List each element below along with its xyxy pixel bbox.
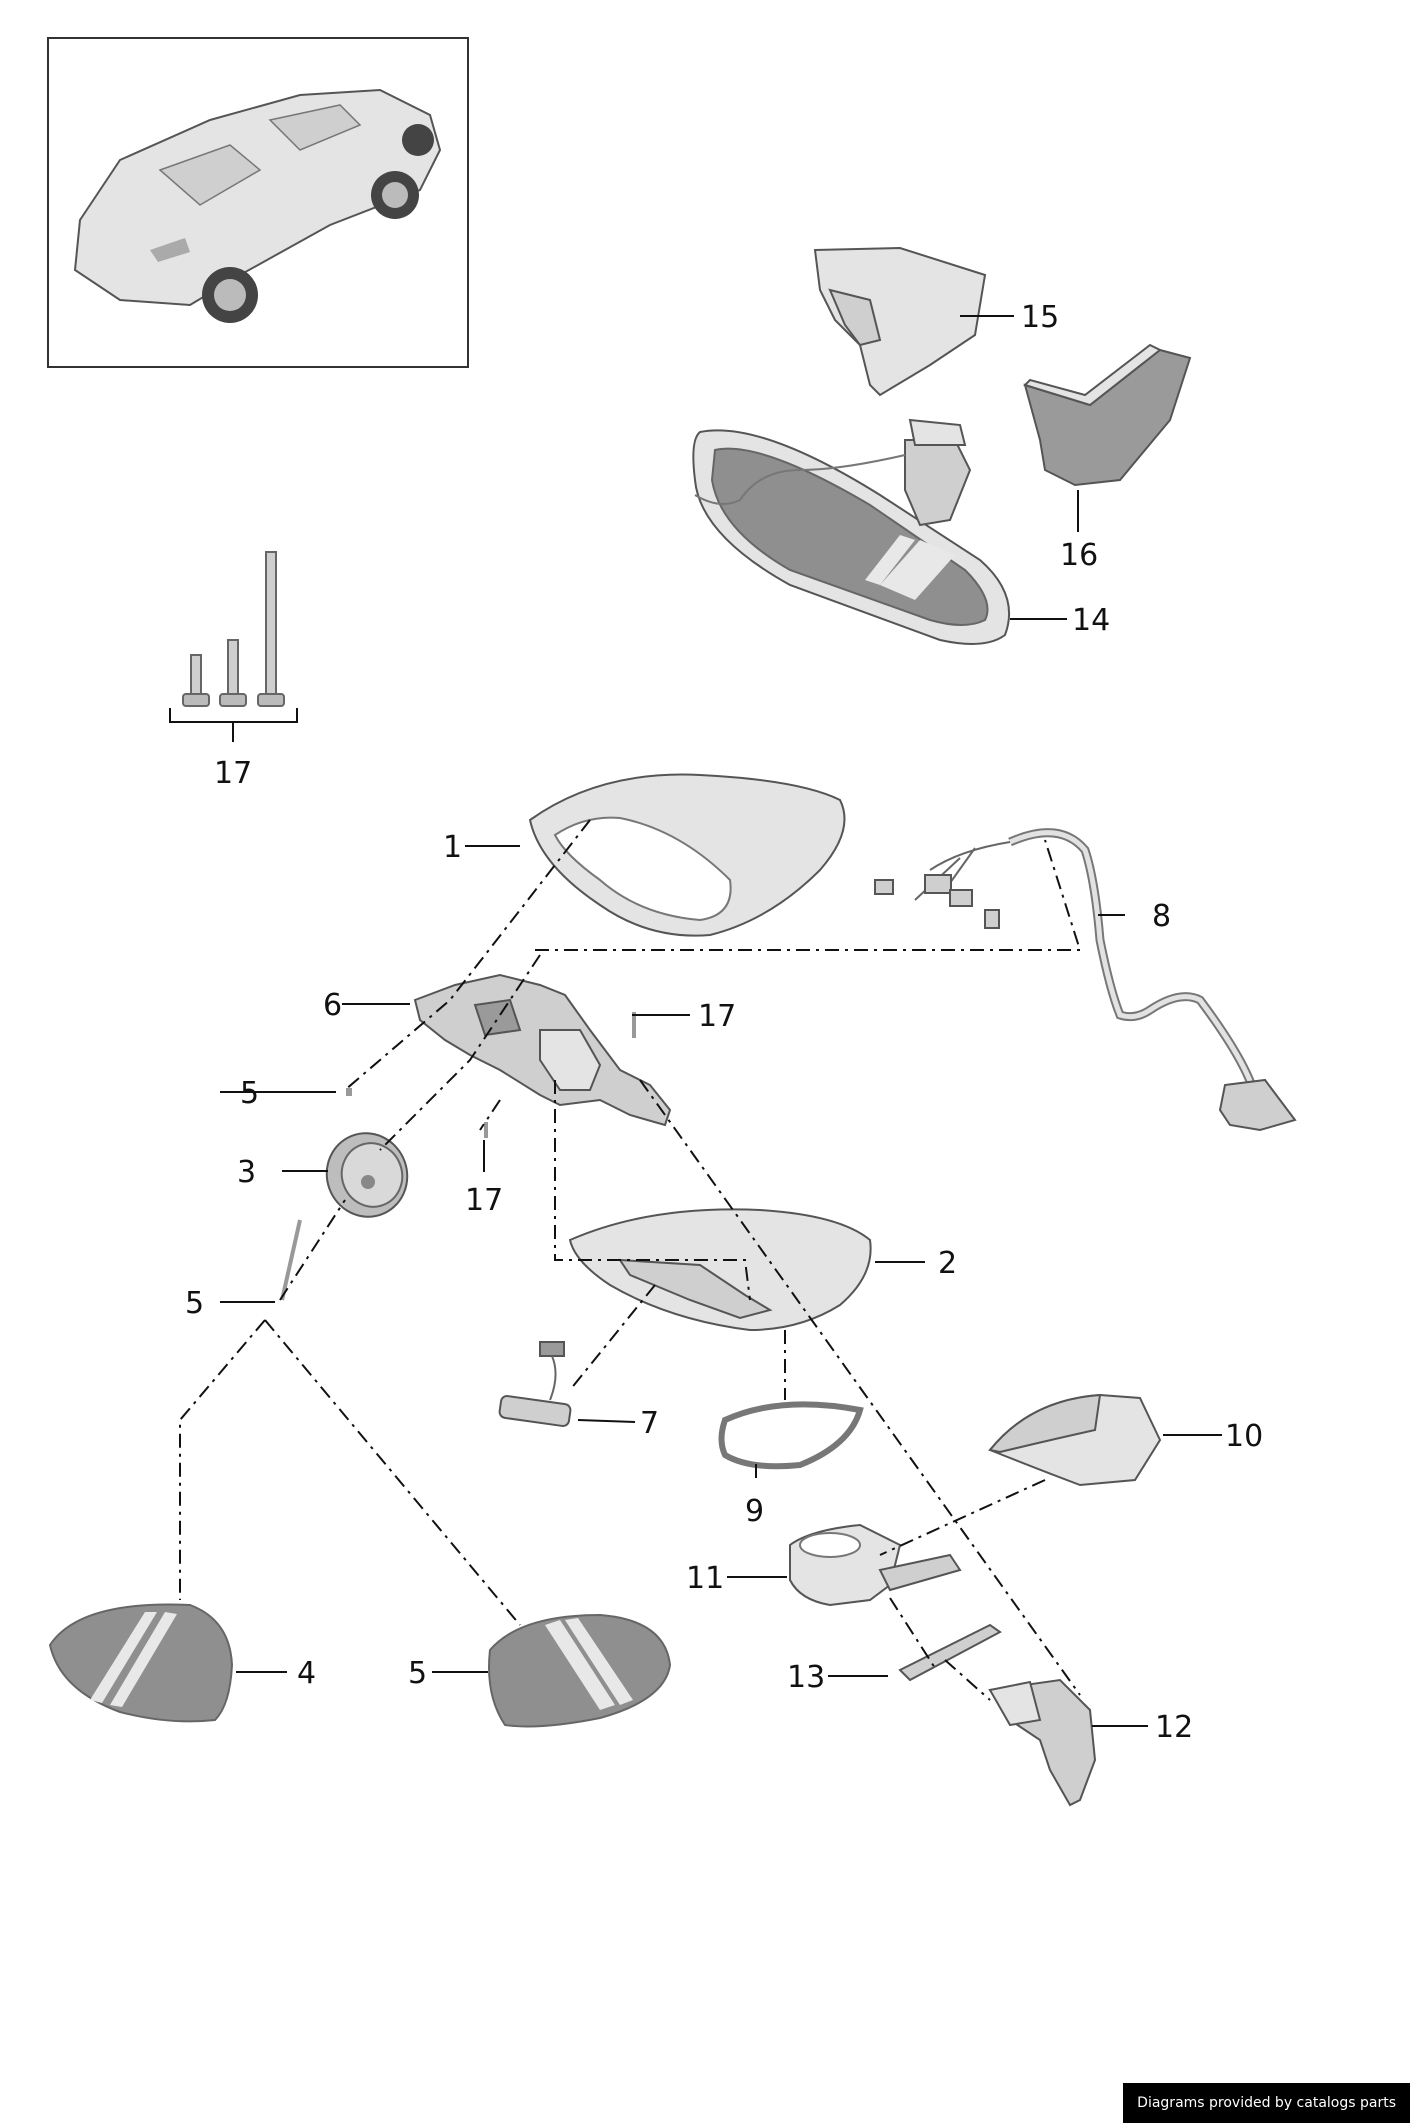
part-6-mirror-carrier (413, 973, 672, 1127)
callout-16: 16 (1060, 538, 1098, 573)
callout-17-a: 17 (214, 756, 252, 791)
callout-17-b: 17 (698, 999, 736, 1034)
callout-15: 15 (1021, 300, 1059, 335)
assembly-lines (179, 819, 1082, 1701)
callout-5-b: 5 (185, 1286, 204, 1321)
part-12-fold-motor (988, 1678, 1097, 1807)
part-17-screw-set (169, 551, 298, 742)
callout-7: 7 (640, 1406, 659, 1441)
part-13-seal (898, 1623, 1002, 1682)
callout-8: 8 (1152, 899, 1171, 934)
callout-3: 3 (237, 1155, 256, 1190)
callout-14: 14 (1072, 603, 1110, 638)
part-7-puddle-lamp (498, 1341, 572, 1427)
credit-footer: Diagrams provided by catalogs parts (1123, 2083, 1410, 2123)
callout-9: 9 (745, 1494, 764, 1529)
part-2-lower-housing (568, 1208, 872, 1332)
callout-5-a: 5 (240, 1076, 259, 1111)
part-3-adjustment-motor (325, 1132, 409, 1218)
callout-4: 4 (297, 1656, 316, 1691)
leader-lines (220, 315, 1222, 1727)
callout-17-c: 17 (465, 1183, 503, 1218)
callout-2: 2 (938, 1246, 957, 1281)
callout-12: 12 (1155, 1710, 1193, 1745)
part-10-cover-segment (988, 1393, 1162, 1487)
vehicle-thumbnail (47, 37, 469, 368)
callout-5-c: 5 (408, 1656, 427, 1691)
callout-1: 1 (443, 830, 462, 865)
part-1-mirror-housing (528, 773, 846, 937)
part-14-interior-mirror (692, 418, 1011, 645)
part-5-mirror-glass (488, 1613, 672, 1728)
part-4-mirror-glass (48, 1603, 234, 1723)
part-11-bracket (789, 1523, 962, 1607)
screws-small (280, 1012, 636, 1301)
callout-11: 11 (686, 1561, 724, 1596)
part-15-mirror-cover-upper (813, 246, 987, 397)
part-8-wiring-harness (874, 828, 1297, 1132)
callout-10: 10 (1225, 1419, 1263, 1454)
callout-13: 13 (787, 1660, 825, 1695)
callout-labels: 1 2 3 4 5 5 5 6 7 8 9 10 11 12 13 14 15 … (185, 300, 1263, 1745)
callout-6: 6 (323, 988, 342, 1023)
part-16-mirror-cover-lower (1023, 343, 1192, 487)
part-9-trim-frame (718, 1401, 864, 1470)
credit-text: Diagrams provided by catalogs parts (1137, 2095, 1396, 2111)
